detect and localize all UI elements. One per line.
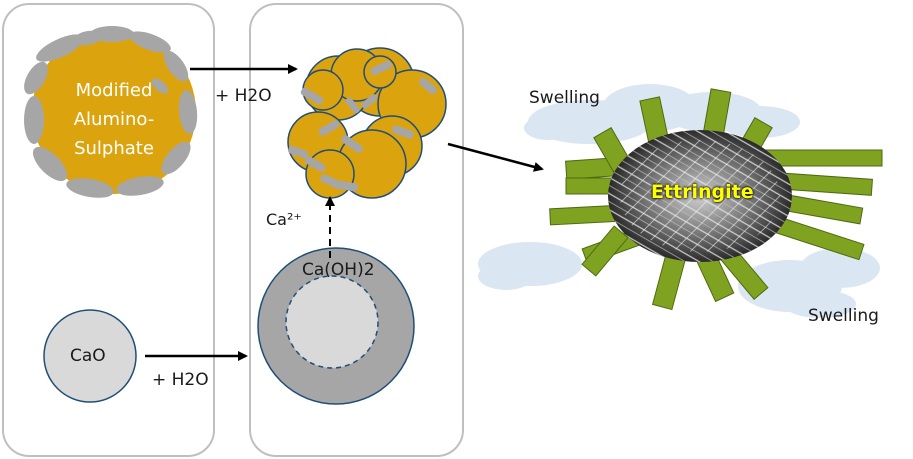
modified-alumino-sulphate-label: Modified Alumino- Sulphate bbox=[58, 76, 170, 163]
modified-alumino-sulphate-particle bbox=[24, 26, 198, 198]
calcium-ion-label: Ca²⁺ bbox=[266, 210, 302, 229]
modified-label-line2: Alumino- bbox=[73, 109, 155, 130]
cao-label: CaO bbox=[70, 346, 106, 366]
water-addition-label-bottom: + H2O bbox=[152, 370, 209, 390]
swelling-label-top: Swelling bbox=[529, 88, 600, 108]
calcium-hydroxide-particle bbox=[257, 247, 415, 405]
water-addition-label-top: + H2O bbox=[215, 86, 272, 106]
arrow-cluster-to-ettringite bbox=[447, 142, 544, 172]
ettringite-label: Ettringite bbox=[651, 181, 754, 203]
ettringite-crystal-mass bbox=[608, 130, 792, 262]
swelling-label-bottom: Swelling bbox=[808, 306, 879, 326]
calcium-hydroxide-label: Ca(OH)2 bbox=[302, 260, 375, 280]
modified-label-line3: Sulphate bbox=[74, 138, 154, 159]
cao-particle bbox=[43, 309, 137, 403]
sulphate-shell-fragments bbox=[288, 60, 438, 192]
swelling-cloud-bottom bbox=[478, 242, 880, 318]
modified-label-line1: Modified bbox=[75, 80, 153, 101]
